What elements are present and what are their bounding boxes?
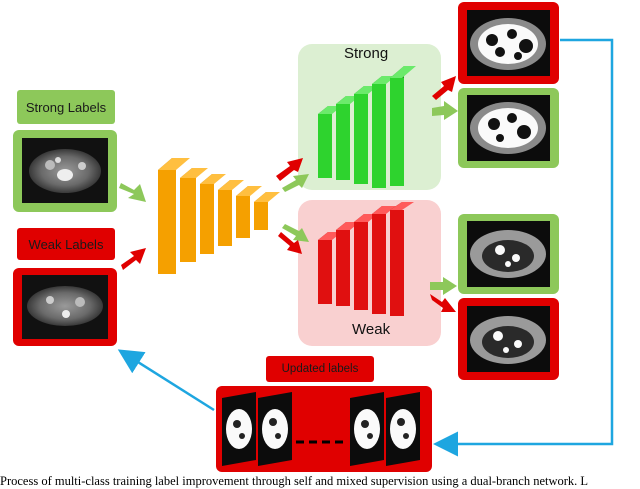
strong-to-encoder-arrow: [119, 183, 146, 202]
figure-caption: Process of multi-class training label im…: [0, 474, 589, 488]
updated-labels-tag: Updated labels: [266, 356, 374, 382]
strong-branch-title: Strong: [344, 45, 389, 62]
weak-output-red-image: [458, 298, 559, 380]
encoder-blocks: [158, 158, 280, 274]
strong-decoder-blocks: [318, 66, 416, 188]
strong-to-output-green-arrow: [432, 101, 458, 120]
strong-output-red-image: [458, 2, 559, 84]
encoder-to-weak-green-arrow: [282, 224, 309, 242]
weak-input-image: [13, 268, 117, 346]
weak-decoder-blocks: [318, 202, 414, 316]
encoder-to-strong-green-arrow: [282, 174, 309, 192]
weak-to-encoder-arrow: [121, 248, 146, 270]
updated-label-slices: [222, 392, 420, 466]
weak-branch-title: Weak: [352, 321, 391, 338]
strong-output-green-image: [458, 88, 559, 168]
weak-to-output-green-arrow: [430, 277, 457, 295]
feedback-path-right: [433, 38, 614, 457]
weak-output-green-image: [458, 214, 559, 294]
strong-labels-tag: Strong Labels: [17, 90, 115, 124]
strong-to-output-red-arrow: [432, 76, 456, 100]
feedback-path-left: [117, 349, 215, 412]
updated-labels-text: Updated labels: [281, 363, 359, 375]
strong-labels-text: Strong Labels: [25, 99, 107, 115]
encoder-to-weak-red-arrow: [278, 232, 302, 254]
strong-branch-panel: [298, 44, 441, 190]
encoder-to-strong-red-arrow: [276, 158, 303, 181]
weak-labels-text: Weak Labels: [28, 236, 104, 252]
weak-labels-tag: Weak Labels: [17, 228, 115, 260]
strong-input-image: [13, 130, 117, 212]
weak-to-output-red-arrow: [430, 294, 456, 312]
